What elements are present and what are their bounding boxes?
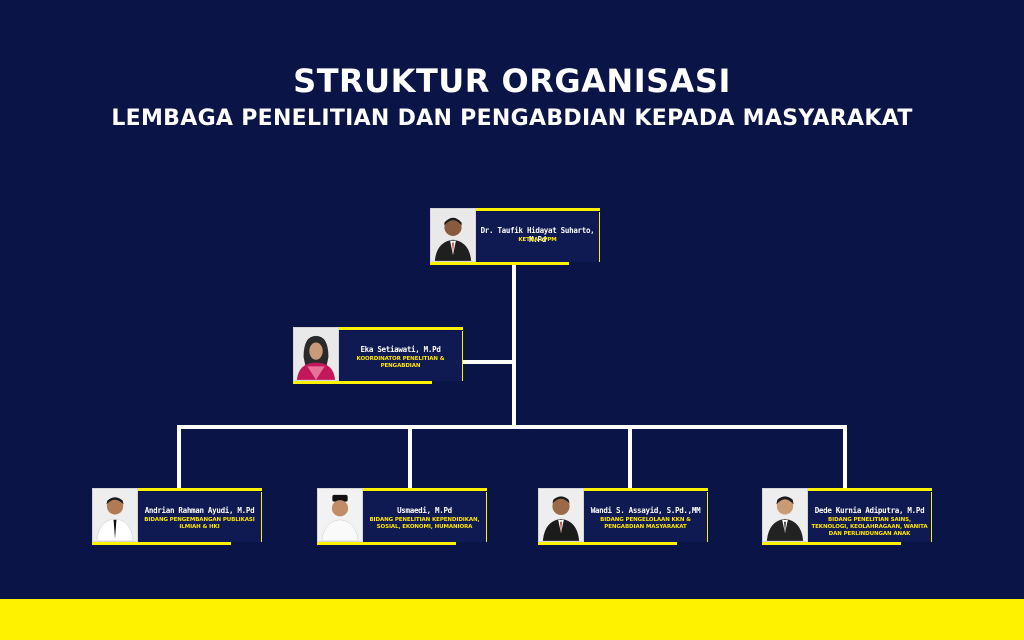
node-name: Eka Setiawati, M.Pd [360, 345, 441, 354]
person-male-icon [430, 208, 476, 262]
org-node-kkn: Wandi S. Assayid, S.Pd.,MM BIDANG PENGEL… [538, 488, 708, 545]
org-node-ketua: Dr. Taufik Hidayat Suharto, M.Pd KETUA L… [430, 208, 600, 265]
person-male-icon [762, 488, 808, 542]
node-role: BIDANG PENGEMBANGAN PUBLIKASI ILMIAH & H… [144, 517, 255, 530]
person-male-icon [92, 488, 138, 542]
node-role: BIDANG PENELITIAN SAINS, TEKNOLOGI, KEOL… [811, 517, 928, 537]
node-role: BIDANG PENELITIAN KEPENDIDIKAN, SOSIAL, … [369, 517, 480, 530]
node-role: KOORDINATOR PENELITIAN & PENGABDIAN [356, 356, 445, 369]
person-male-icon [317, 488, 363, 542]
node-name: Wandi S. Assayid, S.Pd.,MM [590, 506, 701, 515]
org-node-sains: Dede Kurnia Adiputra, M.Pd BIDANG PENELI… [762, 488, 932, 545]
person-male-icon [538, 488, 584, 542]
node-name: Dede Kurnia Adiputra, M.Pd [814, 506, 925, 515]
footer-band [0, 599, 1024, 640]
org-node-koordinator: Eka Setiawati, M.Pd KOORDINATOR PENELITI… [293, 327, 463, 384]
node-name: Dr. Taufik Hidayat Suharto, M.Pd [480, 226, 595, 244]
person-hijab-icon [293, 327, 339, 381]
page-subtitle: LEMBAGA PENELITIAN DAN PENGABDIAN KEPADA… [111, 106, 913, 131]
page-title: STRUKTUR ORGANISASI [293, 62, 731, 100]
node-name: Usmaedi, M.Pd [397, 506, 452, 515]
org-node-publikasi: Andrian Rahman Ayudi, M.Pd BIDANG PENGEM… [92, 488, 262, 545]
node-role: KETUA LPPM [518, 237, 557, 243]
node-name: Andrian Rahman Ayudi, M.Pd [144, 506, 255, 515]
node-role: BIDANG PENGELOLAAN KKN & PENGABDIAN MASY… [600, 517, 691, 530]
org-node-kependidikan: Usmaedi, M.Pd BIDANG PENELITIAN KEPENDID… [317, 488, 487, 545]
